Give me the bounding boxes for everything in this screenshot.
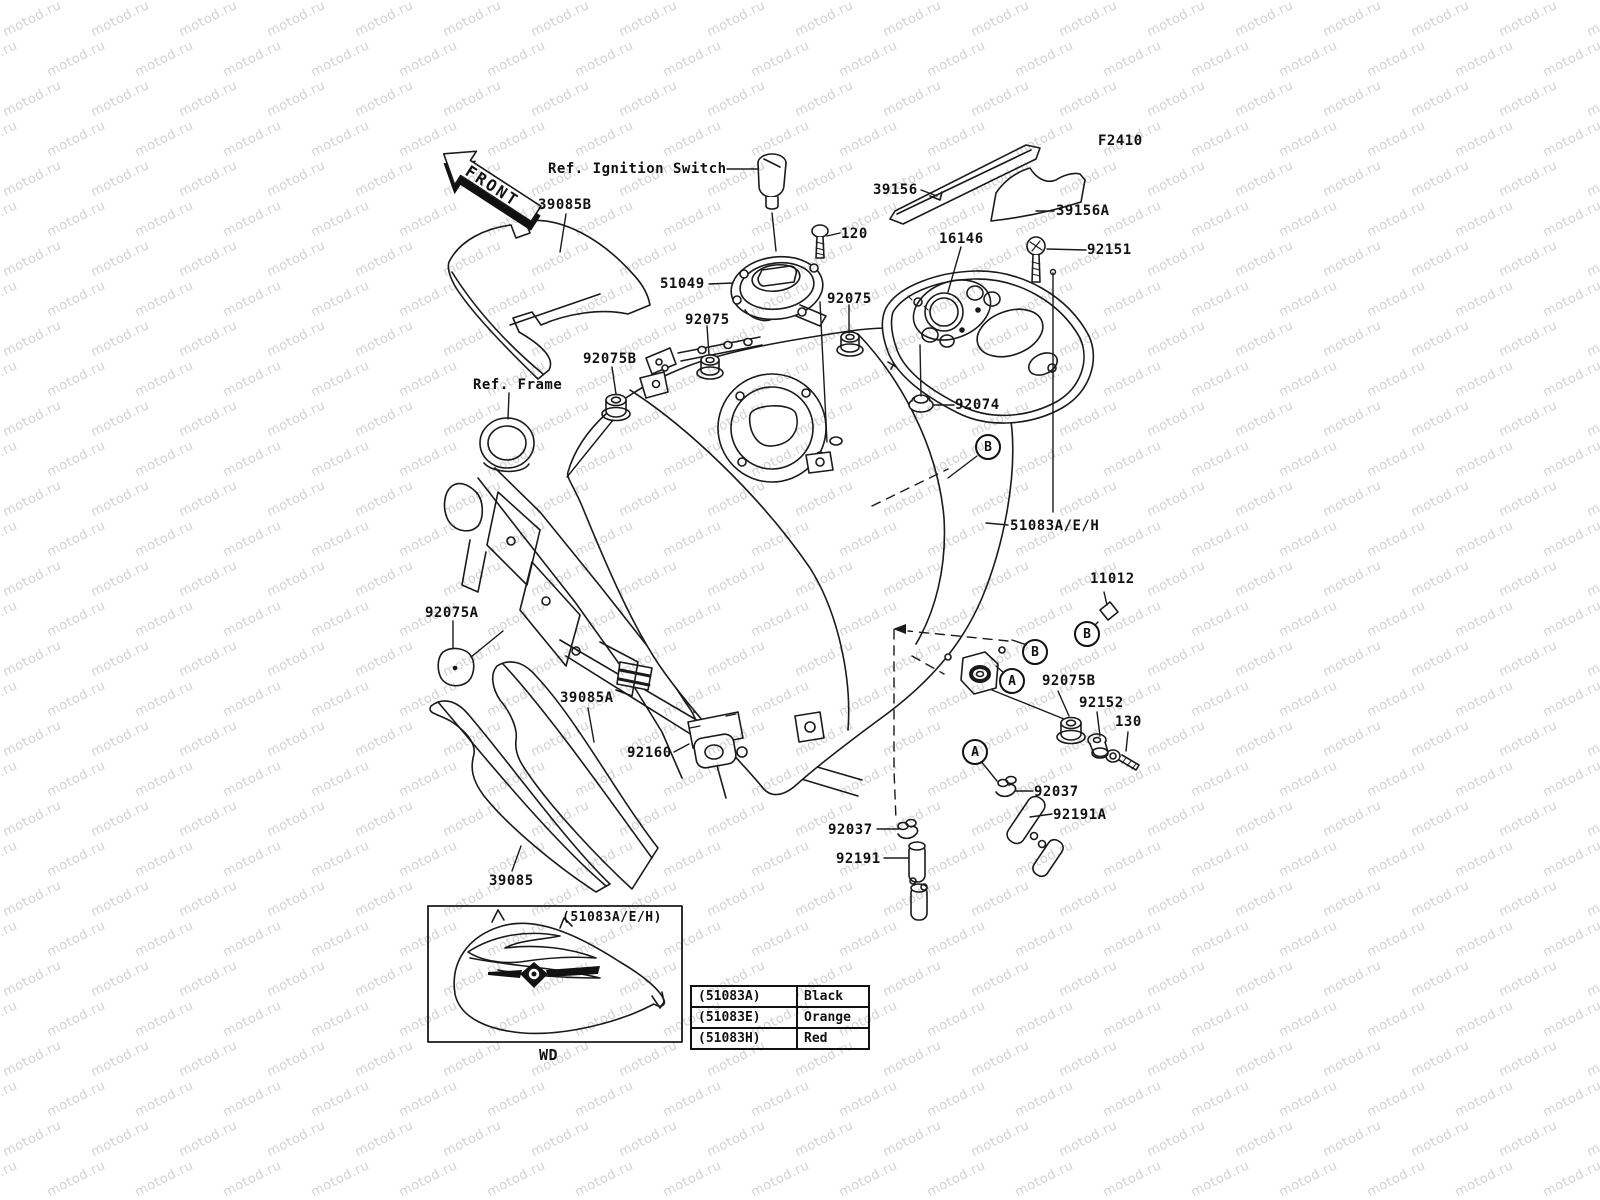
part-label-11012: 11012	[1090, 571, 1135, 587]
variant-code: (51083E)	[690, 1006, 798, 1029]
bracket-92160	[687, 711, 748, 769]
variant-color: Orange	[796, 1006, 870, 1029]
table-row: (51083H) Red	[690, 1027, 870, 1050]
hidden-dashed-lines	[871, 468, 1009, 821]
cap-92075a	[437, 647, 475, 687]
table-row: (51083A) Black	[690, 985, 870, 1008]
grommet-92075b-bottom	[1056, 716, 1086, 745]
part-label-120: 120	[841, 226, 868, 242]
variant-color: Red	[796, 1027, 870, 1050]
inset-variant-label: (51083A/E/H)	[562, 910, 662, 925]
part-label-92075-upper: 92075	[827, 291, 872, 307]
part-label-92075b-top: 92075B	[583, 351, 637, 367]
grommet-92075-upper	[836, 331, 864, 357]
clamp-92037-right	[995, 775, 1017, 798]
dashed-arrowhead	[893, 624, 906, 634]
front-arrow: FRONT	[442, 150, 542, 231]
leader-lines	[452, 168, 1129, 872]
part-label-39085b: 39085B	[538, 197, 592, 213]
trim-pad-39085	[429, 700, 611, 893]
callout-b-2: B	[1074, 621, 1100, 647]
fuel-tank-drawing	[566, 327, 1014, 796]
callout-b-3: B	[1022, 639, 1048, 665]
variant-code: (51083A)	[690, 985, 798, 1008]
screw-130	[1105, 749, 1140, 771]
ignition-key	[757, 153, 787, 210]
trim-pad-39085a	[491, 661, 659, 890]
part-label-92191a: 92191A	[1053, 807, 1107, 823]
tube-92191a	[1006, 795, 1064, 878]
part-label-92075-lower: 92075	[685, 312, 730, 328]
part-label-92151: 92151	[1087, 242, 1132, 258]
damper-11012	[1099, 601, 1119, 621]
part-label-39085a: 39085A	[560, 690, 614, 706]
figure-code: F2410	[1098, 133, 1143, 149]
part-label-39085: 39085	[489, 873, 534, 889]
part-label-16146: 16146	[939, 231, 984, 247]
variant-color: Black	[796, 985, 870, 1008]
part-label-39156a: 39156A	[1056, 203, 1110, 219]
grommet-92074	[908, 394, 934, 413]
part-label-51083: 51083A/E/H	[1010, 518, 1100, 534]
part-label-51049: 51049	[660, 276, 705, 292]
inset-drawing	[427, 905, 683, 1043]
inset-box	[427, 905, 683, 1043]
part-label-39156: 39156	[873, 182, 918, 198]
clamp-92037-left	[897, 818, 919, 840]
table-row: (51083E) Orange	[690, 1006, 870, 1029]
collar-92152	[1087, 733, 1109, 759]
grommet-92075b-top	[601, 393, 631, 422]
part-label-92075a: 92075A	[425, 605, 479, 621]
grommet-92075-lower	[696, 354, 724, 380]
part-label-92037-right: 92037	[1034, 784, 1079, 800]
callout-a-1: A	[999, 668, 1025, 694]
part-label-92152: 92152	[1079, 695, 1124, 711]
part-label-92191: 92191	[836, 851, 881, 867]
color-variant-table: (51083A) Black (51083E) Orange (51083H) …	[690, 985, 870, 1050]
meter-cover-16146	[881, 270, 1095, 424]
screw-92151	[1026, 236, 1046, 283]
part-label-ref-ignition-switch: Ref. Ignition Switch	[548, 161, 727, 177]
view-direction-label: WD	[539, 1046, 559, 1064]
callout-a-2: A	[962, 739, 988, 765]
tank-cap-51049	[730, 255, 827, 327]
part-label-92075b-bottom: 92075B	[1042, 673, 1096, 689]
part-label-92037-left: 92037	[828, 822, 873, 838]
callout-b-1: B	[975, 434, 1001, 460]
part-label-130: 130	[1115, 714, 1142, 730]
part-label-ref-frame: Ref. Frame	[473, 377, 563, 393]
part-label-92074: 92074	[955, 397, 1000, 413]
variant-code: (51083H)	[690, 1027, 798, 1050]
part-label-92160: 92160	[627, 745, 672, 761]
strip-39156	[889, 144, 1041, 225]
tube-92191	[908, 841, 928, 921]
bolt-120	[811, 224, 829, 259]
